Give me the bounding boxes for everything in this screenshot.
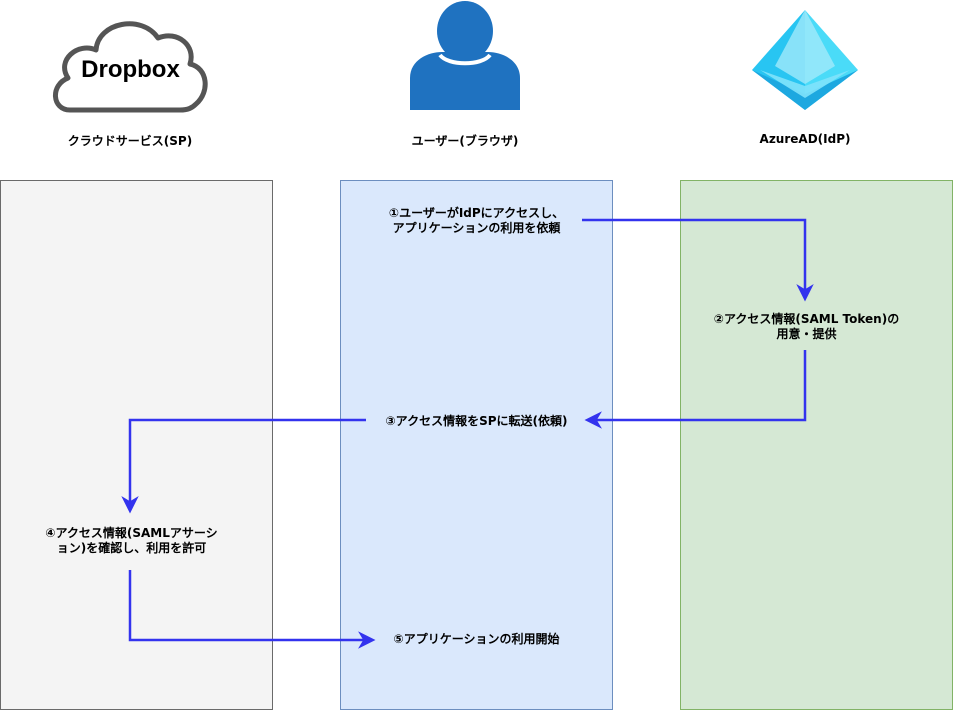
- actor-label-cloud-service: クラウドサービス(SP): [67, 134, 193, 148]
- step-5-line-1: ⑤アプリケーションの利用開始: [393, 632, 560, 646]
- actor-label-azure-ad: AzureAD(IdP): [759, 132, 851, 146]
- step-4-verify: ④アクセス情報(SAMLアサーシ ョン)を確認し、利用を許可: [0, 526, 263, 556]
- step-1-line-1: ①ユーザーがIdPにアクセスし、: [388, 206, 565, 220]
- actor-label-user: ユーザー(ブラウザ): [411, 134, 519, 148]
- step-4-line-1: ④アクセス情報(SAMLアサーシ: [45, 526, 218, 540]
- step-2-provide-token: ②アクセス情報(SAML Token)の 用意・提供: [680, 312, 933, 342]
- step-3-forward: ③アクセス情報をSPに転送(依頼): [340, 414, 613, 429]
- step-1-request: ①ユーザーがIdPにアクセスし、 アプリケーションの利用を依頼: [340, 206, 613, 236]
- step-3-line-1: ③アクセス情報をSPに転送(依頼): [385, 414, 568, 428]
- person-icon: [410, 1, 520, 110]
- step-1-line-2: アプリケーションの利用を依頼: [392, 221, 561, 235]
- step-2-line-1: ②アクセス情報(SAML Token)の: [713, 312, 900, 326]
- azure-ad-pyramid-icon: [752, 10, 858, 110]
- step-4-line-2: ョン)を確認し、利用を許可: [56, 541, 207, 555]
- lane-user-browser: [340, 180, 613, 710]
- lane-cloud-service: [0, 180, 273, 710]
- lane-azure-ad: [680, 180, 953, 710]
- step-5-start-use: ⑤アプリケーションの利用開始: [340, 632, 613, 647]
- step-2-line-2: 用意・提供: [776, 327, 837, 341]
- dropbox-logo-text: Dropbox: [81, 56, 180, 83]
